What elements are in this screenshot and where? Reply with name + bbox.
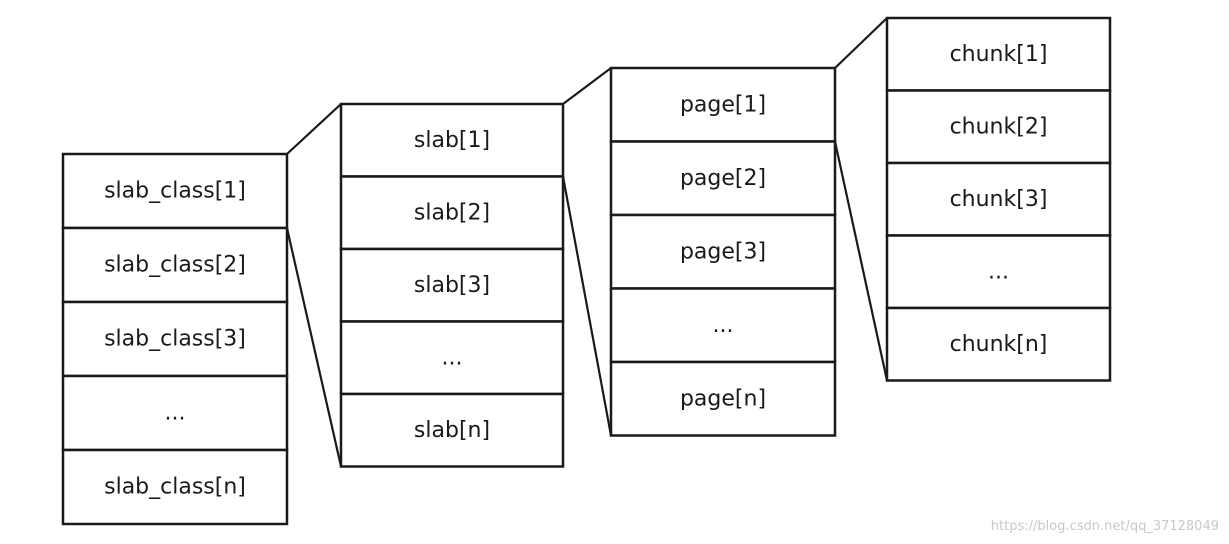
connector-top-3 <box>834 17 888 69</box>
cell-box <box>609 213 837 290</box>
cell-label: slab_class[2] <box>104 253 246 278</box>
cell-label: ... <box>442 345 463 370</box>
chunk-cell-1: chunk[1] <box>885 16 1112 92</box>
connector-bottom-3 <box>833 141 889 381</box>
cell-label: slab[1] <box>414 128 490 153</box>
cell-box <box>885 16 1112 92</box>
cell-box <box>339 175 565 251</box>
slab-class-cell-1: slab_class[1] <box>61 152 289 230</box>
page-cell-5: page[n] <box>609 360 837 437</box>
cell-box <box>61 374 289 452</box>
cell-label: chunk[2] <box>950 114 1048 139</box>
slab-class-cell-3: slab_class[3] <box>61 300 289 378</box>
cell-label: chunk[n] <box>950 332 1048 357</box>
cell-box <box>61 226 289 304</box>
cell-box <box>609 287 837 364</box>
slab-cell-2: slab[2] <box>339 175 565 251</box>
chunk-cell-3: chunk[3] <box>885 161 1112 237</box>
cell-label: ... <box>165 401 186 426</box>
cell-label: slab_class[1] <box>104 179 246 204</box>
cell-box <box>339 392 565 468</box>
slab-class-cell-5: slab_class[n] <box>61 448 289 526</box>
cell-label: slab_class[3] <box>104 327 246 352</box>
cell-label: page[3] <box>680 239 766 264</box>
page-cell-3: page[3] <box>609 213 837 290</box>
slab-cell-1: slab[1] <box>339 102 565 178</box>
chunk-cell-4: ... <box>885 234 1112 310</box>
slab-cell-3: slab[3] <box>339 247 565 323</box>
cell-box <box>885 306 1112 382</box>
slab-class-cell-4: ... <box>61 374 289 452</box>
column-slab-class: slab_class[1] slab_class[2] slab_class[3].… <box>61 152 289 526</box>
slab-cell-5: slab[n] <box>339 392 565 468</box>
cell-box <box>61 448 289 526</box>
watermark-url: https://blog.csdn.net/qq_37128049 <box>990 519 1219 534</box>
cell-box <box>885 89 1112 165</box>
column-chunk: chunk[1] chunk[2] chunk[3]... chunk[n] <box>885 16 1112 382</box>
columns: slab_class[1] slab_class[2] slab_class[3].… <box>61 16 1112 526</box>
slab-class-cell-2: slab_class[2] <box>61 226 289 304</box>
cell-label: chunk[1] <box>950 42 1048 67</box>
cell-box <box>885 234 1112 310</box>
page-cell-1: page[1] <box>609 66 837 143</box>
connector-top-1 <box>286 103 342 155</box>
cell-label: ... <box>713 313 734 338</box>
cell-label: slab[n] <box>414 418 490 443</box>
page-cell-2: page[2] <box>609 140 837 217</box>
cell-box <box>885 161 1112 237</box>
column-page: page[1] page[2] page[3]... page[n] <box>609 66 837 437</box>
slab-cell-4: ... <box>339 320 565 396</box>
connector-bottom-1 <box>285 227 343 467</box>
cell-box <box>339 247 565 323</box>
cell-box <box>61 300 289 378</box>
cell-label: page[2] <box>680 166 766 191</box>
expansion-connectors <box>285 17 889 467</box>
cell-label: chunk[3] <box>950 187 1048 212</box>
cell-box <box>339 102 565 178</box>
page-cell-4: ... <box>609 287 837 364</box>
chunk-cell-2: chunk[2] <box>885 89 1112 165</box>
cell-label: page[n] <box>680 386 766 411</box>
connector-top-2 <box>562 67 612 105</box>
cell-box <box>609 360 837 437</box>
cell-label: slab[3] <box>414 273 490 298</box>
chunk-cell-5: chunk[n] <box>885 306 1112 382</box>
cell-label: slab_class[n] <box>104 475 246 500</box>
connector-bottom-2 <box>561 176 613 436</box>
cell-box <box>609 66 837 143</box>
cell-label: ... <box>988 259 1009 284</box>
cell-box <box>609 140 837 217</box>
cell-label: page[1] <box>680 92 766 117</box>
column-slab: slab[1] slab[2] slab[3]... slab[n] <box>339 102 565 468</box>
cell-label: slab[2] <box>414 200 490 225</box>
